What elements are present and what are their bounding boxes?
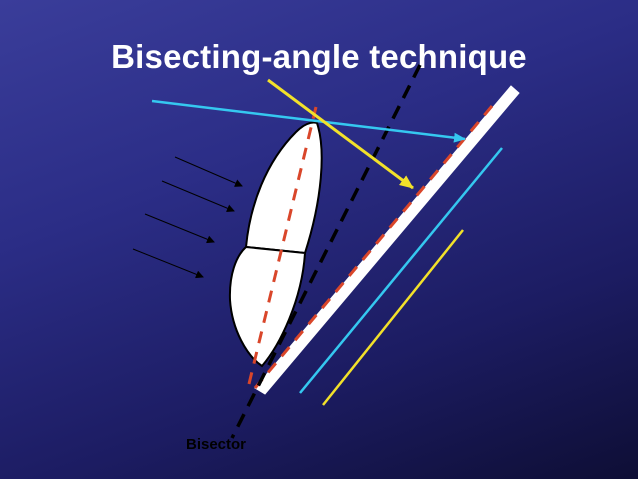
central-ray-arrow bbox=[151, 99, 466, 143]
bisector-line bbox=[230, 64, 422, 439]
tooth-crown bbox=[244, 121, 323, 255]
perpendicular-ray-arrow bbox=[267, 78, 414, 190]
image-plane-line bbox=[322, 229, 464, 406]
incident-ray bbox=[161, 180, 235, 212]
tooth-root bbox=[228, 245, 307, 368]
incident-rays bbox=[132, 156, 243, 279]
incident-ray bbox=[132, 248, 204, 279]
incident-ray bbox=[174, 156, 243, 187]
film-plane-line bbox=[299, 147, 503, 394]
bisector-label: Bisector bbox=[186, 436, 247, 453]
slide-title: Bisecting-angle technique bbox=[111, 38, 527, 75]
tooth-long-axis bbox=[246, 106, 318, 389]
incident-ray bbox=[144, 213, 215, 244]
